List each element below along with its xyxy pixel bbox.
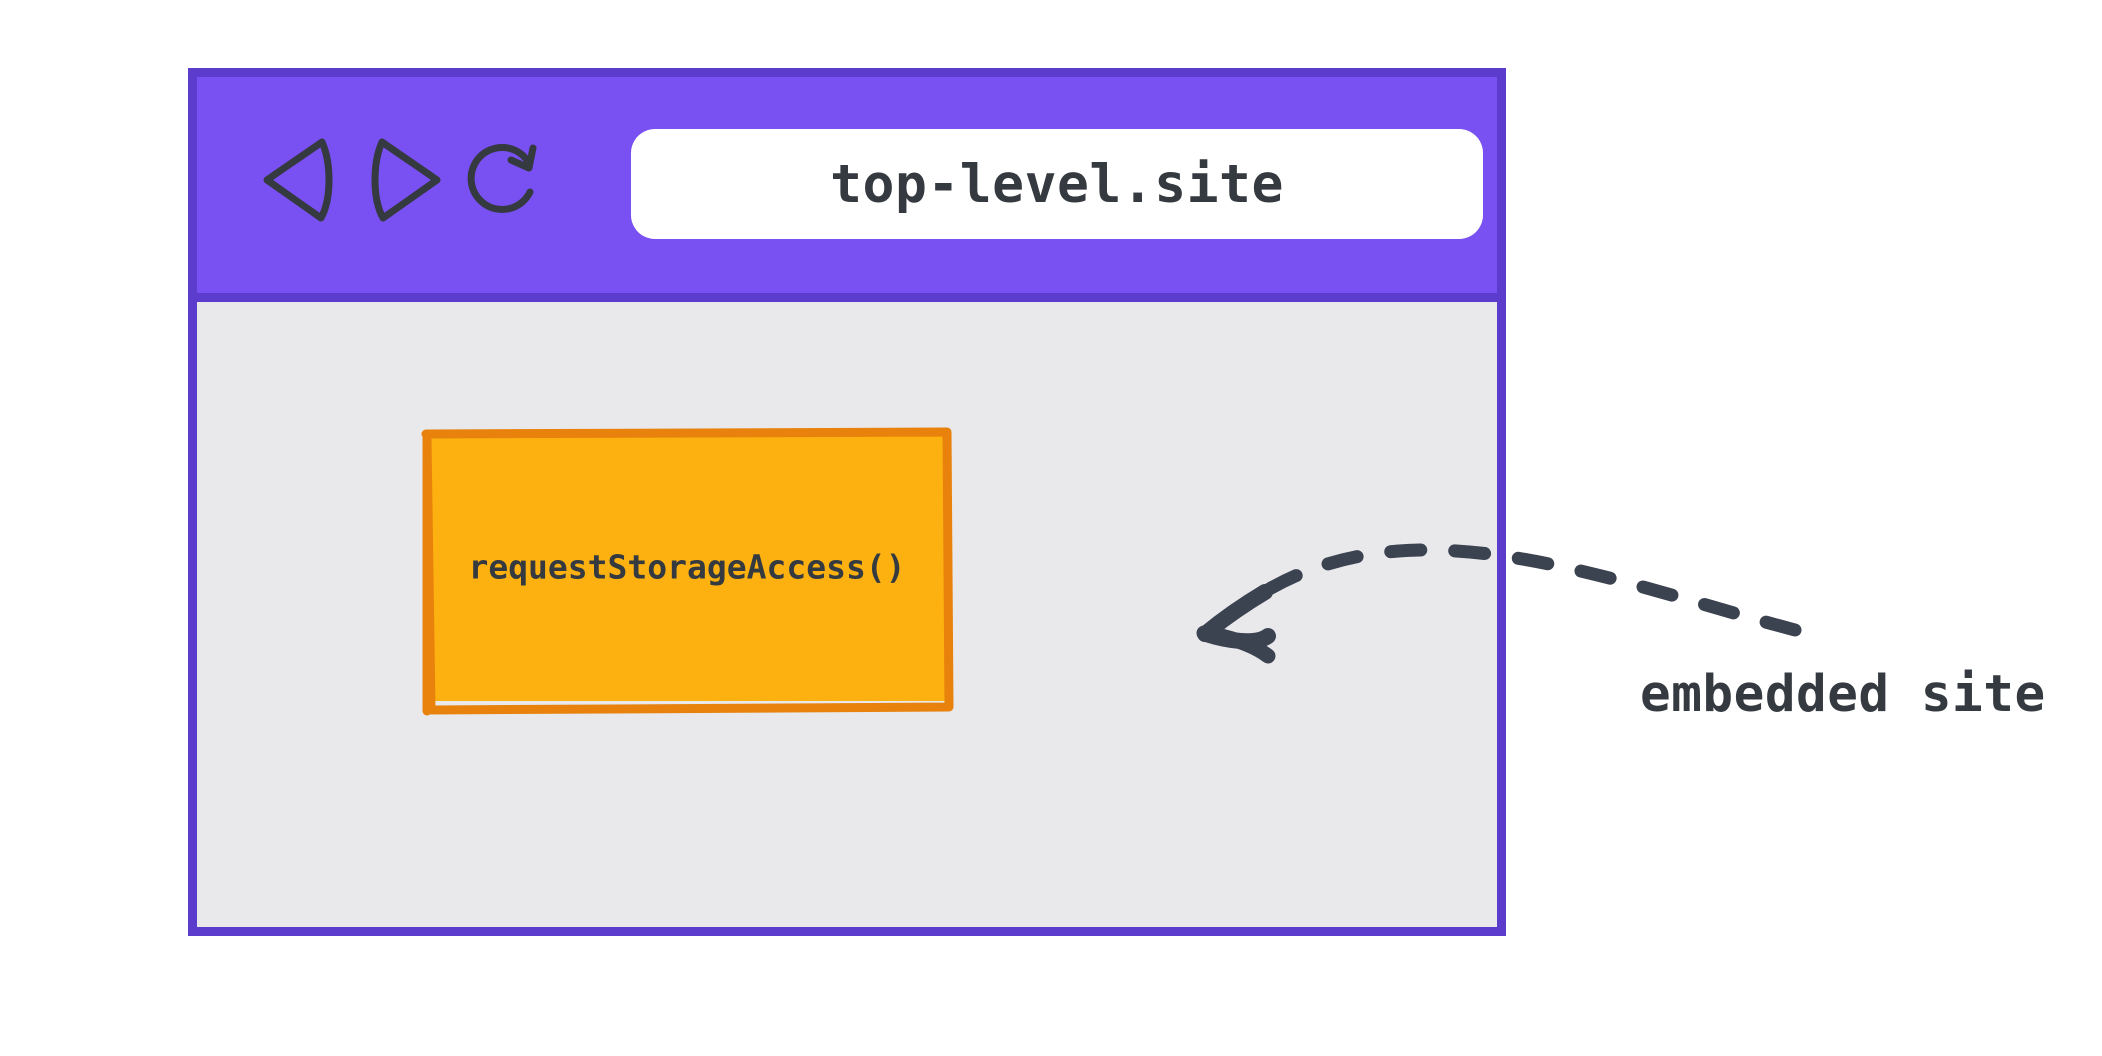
- back-arrow-icon[interactable]: [259, 132, 345, 228]
- annotation-label: embedded site: [1640, 665, 2046, 724]
- embedded-frame-label: requestStorageAccess(): [468, 547, 906, 587]
- reload-icon[interactable]: [459, 132, 545, 228]
- url-bar[interactable]: top-level.site: [631, 129, 1483, 239]
- navigation-controls: [259, 125, 559, 235]
- forward-arrow-icon[interactable]: [359, 132, 445, 228]
- browser-toolbar: top-level.site: [197, 77, 1497, 302]
- embedded-site-frame[interactable]: requestStorageAccess(): [421, 427, 954, 716]
- page-viewport: requestStorageAccess(): [197, 302, 1497, 927]
- browser-window: top-level.site requestStorageAccess(): [188, 68, 1506, 936]
- url-text[interactable]: top-level.site: [830, 153, 1284, 215]
